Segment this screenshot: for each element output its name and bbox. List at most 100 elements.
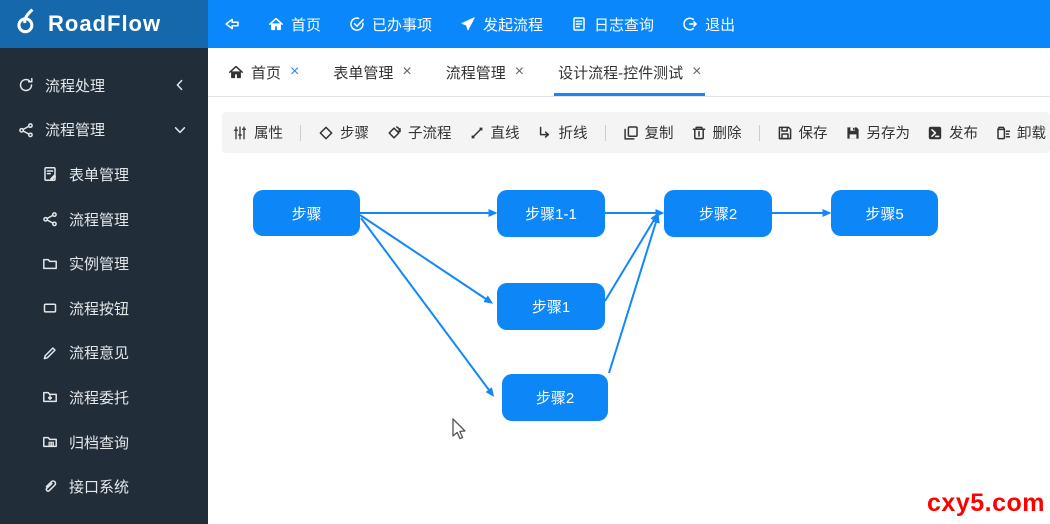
nav-start-flow[interactable]: 发起流程 <box>460 14 543 35</box>
toolbar-publish-label: 发布 <box>949 126 978 142</box>
tab-form-manage-label: 表单管理 <box>333 64 394 82</box>
menu-flow-button[interactable]: 流程按钮 <box>0 286 208 331</box>
menu-archive-query-label: 归档查询 <box>69 434 130 452</box>
toolbar-copy-label: 复制 <box>644 126 674 142</box>
menu-flow-button-label: 流程按钮 <box>69 300 130 318</box>
toolbar-copy[interactable]: 复制 <box>623 122 674 143</box>
toolbar-straight-line-icon <box>469 125 485 141</box>
toolbar-delete-label: 删除 <box>712 126 742 142</box>
check-circle-icon <box>349 16 365 32</box>
flow-node-0[interactable]: 步骤 <box>253 190 360 236</box>
toolbar-polyline[interactable]: 折线 <box>537 122 588 143</box>
process-icon <box>18 77 34 93</box>
menu-archive-query[interactable]: 归档查询 <box>0 420 208 465</box>
toolbar-delete[interactable]: 删除 <box>691 122 742 143</box>
toolbar-uninstall-icon <box>995 125 1011 141</box>
collapse-sidebar-button[interactable] <box>224 16 240 32</box>
toolbar-uninstall-label: 卸载 <box>1017 126 1046 142</box>
flow-node-label: 步骤2 <box>698 206 738 223</box>
toolbar-polyline-icon <box>537 125 553 141</box>
flow-node-2[interactable]: 步骤2 <box>664 190 772 237</box>
nav-home[interactable]: 首页 <box>268 14 321 35</box>
flow-node-1[interactable]: 步骤1-1 <box>497 190 605 237</box>
tab-home[interactable]: 首页× <box>228 48 299 96</box>
toolbar-save-icon <box>777 125 793 141</box>
roadflow-logo-icon <box>14 7 40 41</box>
flow-node-label: 步骤1 <box>531 299 571 316</box>
toolbar-uninstall[interactable]: 卸载 <box>995 122 1046 143</box>
nav-logout[interactable]: 退出 <box>682 14 735 35</box>
toolbar-properties[interactable]: 属性 <box>232 122 283 143</box>
toolbar-publish[interactable]: 发布 <box>927 122 978 143</box>
toolbar-properties-label: 属性 <box>254 126 283 142</box>
toolbar-straight-line[interactable]: 直线 <box>469 122 520 143</box>
menu-flow-opinion[interactable]: 流程意见 <box>0 331 208 376</box>
toolbar-separator <box>758 124 760 141</box>
toolbar-publish-icon <box>927 125 943 141</box>
menu-flow-manage-chevron-down-icon <box>172 122 188 138</box>
share-icon <box>18 122 34 138</box>
toolbar-save-as[interactable]: 另存为 <box>845 122 910 143</box>
tab-form-manage[interactable]: 表单管理 × <box>333 48 411 96</box>
menu-flow-manage-sub-label: 流程管理 <box>69 211 130 229</box>
doc-icon <box>571 16 587 32</box>
tab-design-flow[interactable]: 设计流程-控件测试 × <box>554 48 706 96</box>
toolbar-separator <box>300 124 301 141</box>
tab-flow-manage-label: 流程管理 <box>445 64 506 82</box>
folder-arrow-icon <box>42 389 58 405</box>
close-tab-icon[interactable]: × <box>514 63 525 80</box>
menu-form-manage-label: 表单管理 <box>69 166 130 184</box>
menu-flow-opinion-label: 流程意见 <box>69 345 130 363</box>
close-tab-icon[interactable]: × <box>692 63 702 80</box>
menu-interface-system[interactable]: 接口系统 <box>0 464 208 509</box>
toolbar-polyline-label: 折线 <box>558 126 588 142</box>
toolbar-separator <box>604 124 606 141</box>
pencil-icon <box>42 345 58 361</box>
flow-node-5[interactable]: 步骤2 <box>502 374 608 421</box>
form-icon <box>42 166 58 182</box>
menu-flow-manage-sub[interactable]: 流程管理 <box>0 197 208 242</box>
menu-instance-manage[interactable]: 实例管理 <box>0 241 208 286</box>
toolbar-step[interactable]: 步骤 <box>318 122 369 143</box>
close-tab-icon[interactable]: × <box>402 63 412 80</box>
menu-system-manage[interactable]: 系统管理 <box>0 509 208 524</box>
paperclip-icon <box>42 479 58 495</box>
flow-node-4[interactable]: 步骤1 <box>497 283 605 330</box>
watermark: cxy5.com <box>927 489 1045 517</box>
flow-node-3[interactable]: 步骤5 <box>831 190 938 236</box>
menu-instance-manage-label: 实例管理 <box>69 256 130 274</box>
toolbar-subflow-icon <box>386 125 402 141</box>
flow-node-label: 步骤2 <box>535 390 575 407</box>
toolbar-save[interactable]: 保存 <box>777 122 828 143</box>
logout-icon <box>682 16 698 32</box>
tab-bar: 首页× 表单管理 × 流程管理 × 设计流程-控件测试 × <box>208 48 1050 97</box>
nav-done-tasks[interactable]: 已办事项 <box>349 14 432 35</box>
nav-done-tasks-label: 已办事项 <box>372 16 433 34</box>
share-icon <box>42 211 58 227</box>
close-tab-icon[interactable]: × <box>290 63 300 80</box>
toolbar-delete-icon <box>691 125 707 141</box>
toolbar-subflow[interactable]: 子流程 <box>386 122 452 143</box>
toolbar-copy-icon <box>623 125 639 141</box>
nav-home-label: 首页 <box>291 16 322 34</box>
top-header: 首页 已办事项 发起流程 日志查询 退出 <box>208 0 1050 48</box>
menu-flow-process-chevron-left-icon <box>172 77 188 93</box>
menu-flow-manage[interactable]: 流程管理 <box>0 108 208 153</box>
flow-node-label: 步骤5 <box>865 205 904 223</box>
menu-flow-process[interactable]: 流程处理 <box>0 63 208 108</box>
menu-form-manage[interactable]: 表单管理 <box>0 152 208 197</box>
home-icon <box>268 16 284 32</box>
nav-log-query[interactable]: 日志查询 <box>571 14 654 35</box>
tab-design-flow-label: 设计流程-控件测试 <box>558 64 684 82</box>
menu-flow-delegate[interactable]: 流程委托 <box>0 375 208 420</box>
toolbar-properties-icon <box>232 125 248 141</box>
archive-icon <box>42 434 58 450</box>
tab-flow-manage[interactable]: 流程管理 × <box>446 48 524 96</box>
toolbar-subflow-label: 子流程 <box>408 126 452 142</box>
nav-logout-label: 退出 <box>705 16 736 34</box>
collapse-icon <box>224 16 240 32</box>
toolbar-step-icon <box>318 125 334 141</box>
main-area: 属性步骤子流程直线折线复制删除保存另存为发布卸载 <box>208 98 1050 524</box>
nav-start-flow-label: 发起流程 <box>483 16 544 34</box>
